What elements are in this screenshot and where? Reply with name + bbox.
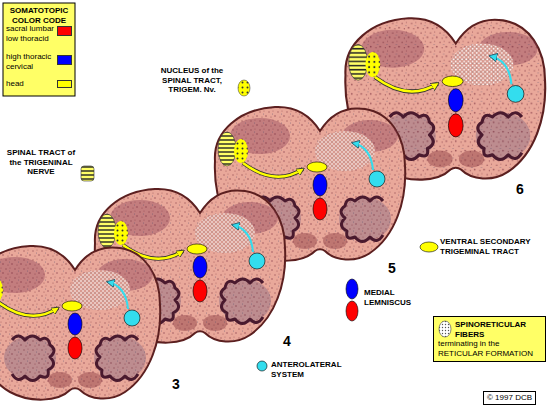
lemniscus-icon	[346, 301, 358, 321]
section-number: 4	[283, 333, 291, 350]
label-holder: SOMATOTOPIC COLOR CODE	[4, 6, 74, 25]
label-holder: MEDIAL LEMNISCUS	[364, 288, 434, 307]
structure-label: VENTRAL SECONDARY TRIGEMINAL TRACT	[440, 237, 546, 256]
note-box: SPINORETICULAR FIBERSterminating in the …	[433, 316, 546, 362]
box-text: terminating in the RETICULAR FORMATION	[438, 339, 541, 358]
color-swatch	[57, 26, 72, 36]
medulla-section	[0, 246, 160, 400]
label-holder: 6	[516, 181, 524, 198]
legend-panel	[3, 3, 75, 96]
section-number: 3	[172, 376, 180, 393]
label-holder: VENTRAL SECONDARY TRIGEMINAL TRACT	[440, 237, 546, 256]
structure-label: SPINAL TRACT of the TRIGENINAL NERVE	[4, 148, 78, 177]
tract-icon	[420, 242, 438, 252]
section-number: 6	[516, 181, 524, 198]
legend-text: high thoracic cervical	[6, 52, 56, 71]
label-holder: 4	[283, 333, 291, 350]
tract-icon	[81, 166, 94, 181]
label-holder: © 1997 DCB	[483, 391, 536, 405]
legend-text: head	[6, 79, 56, 89]
copyright-note: © 1997 DCB	[483, 391, 536, 405]
label-holder: 3	[172, 376, 180, 393]
label-holder: NUCLEUS of the SPINAL TRACT, TRIGEM. Nv.	[148, 66, 236, 95]
structure-label: MEDIAL LEMNISCUS	[364, 288, 434, 307]
stipple-icon	[438, 320, 452, 338]
color-swatch	[57, 55, 72, 65]
stipple-blob	[439, 321, 451, 337]
color-swatch	[57, 80, 72, 88]
stipple-icon-art	[438, 320, 452, 338]
legend-title: SOMATOTOPIC COLOR CODE	[4, 6, 74, 25]
section-number: 5	[388, 260, 396, 277]
label-holder: 5	[388, 260, 396, 277]
label-holder: SPINAL TRACT of the TRIGENINAL NERVE	[4, 148, 78, 177]
structure-label: ANTEROLATERAL SYSTEM	[271, 360, 347, 379]
lemniscus-icon	[346, 279, 358, 299]
anterolateral-icon	[257, 361, 267, 371]
structure-label: NUCLEUS of the SPINAL TRACT, TRIGEM. Nv.	[148, 66, 236, 95]
label-holder: ANTEROLATERAL SYSTEM	[271, 360, 347, 379]
legend-text: sacral lumbar low thoracid	[6, 24, 56, 43]
nucleus-icon	[238, 80, 250, 96]
box-heading: SPINORETICULAR FIBERS	[438, 320, 541, 339]
